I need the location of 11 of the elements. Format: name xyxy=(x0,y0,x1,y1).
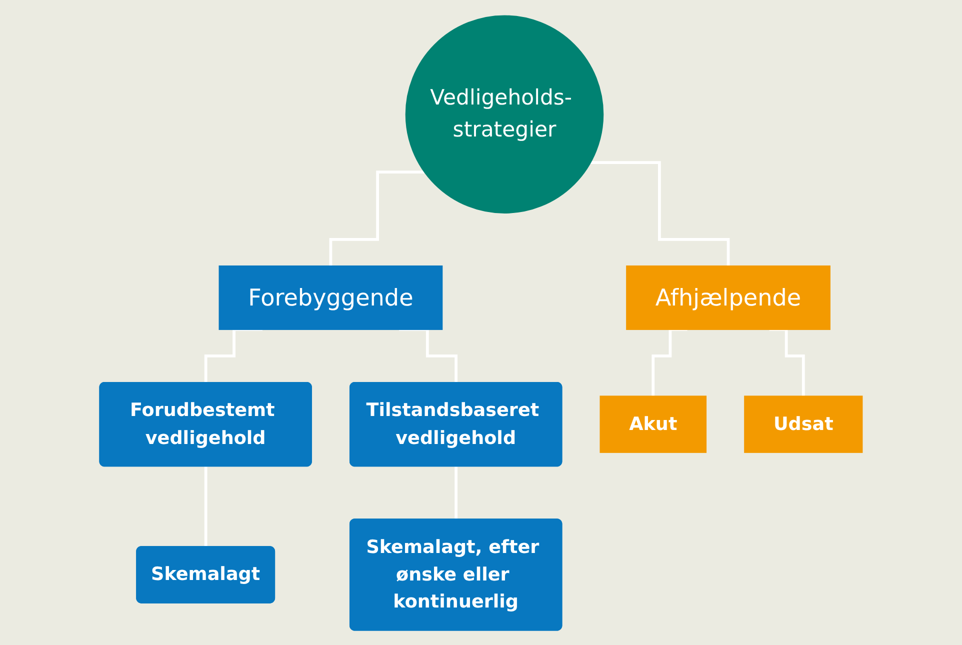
node-circle: Vedligeholds- strategier xyxy=(405,14,604,213)
node-box: Forebyggende xyxy=(218,264,443,330)
connector xyxy=(329,170,424,267)
node-box: Afhjælpende xyxy=(626,264,830,330)
connector xyxy=(590,160,730,267)
node-box: Akut xyxy=(600,395,707,452)
node-box: Udsat xyxy=(744,395,863,452)
connector xyxy=(652,328,688,398)
connector xyxy=(769,328,805,398)
connector xyxy=(204,328,262,384)
connector xyxy=(399,328,458,384)
